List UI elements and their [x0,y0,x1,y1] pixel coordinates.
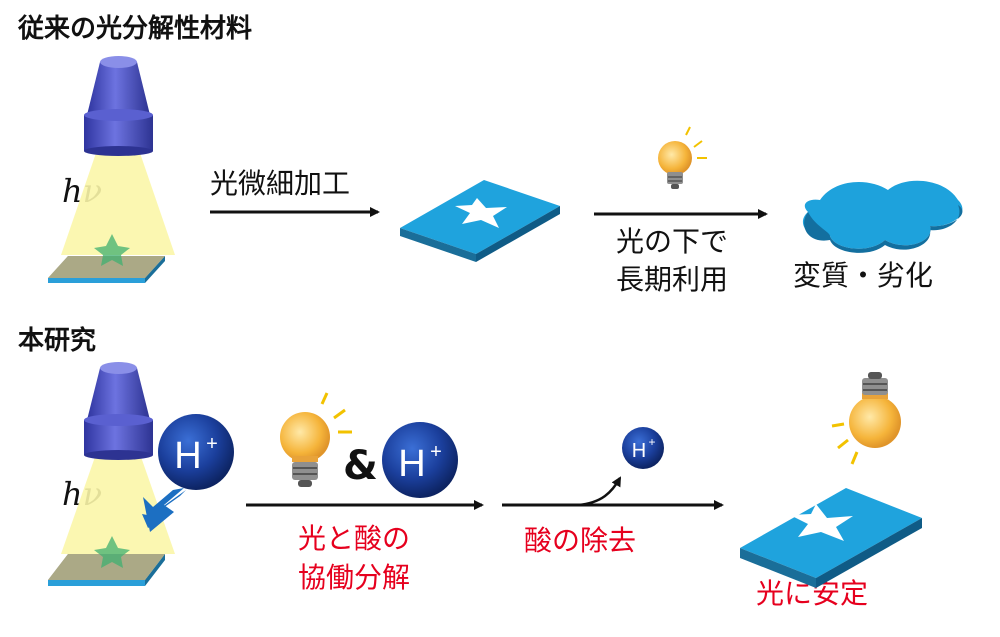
uv-lamp-top [48,56,175,283]
ampersand: & [343,443,378,489]
cooperative-decomposition-label-line2: 協働分解 [298,561,411,594]
degraded-material-blob [802,180,963,253]
conventional-section-title: 従来の光分解性材料 [18,14,253,44]
proton-ball-small: H + [622,427,664,469]
degradation-label: 変質・劣化 [793,259,934,292]
this-study-section-title: 本研究 [18,326,97,356]
svg-text:H: H [398,443,425,485]
proton-ball-lamp: H + [158,414,234,490]
long-term-use-label-line1: 光の下で [616,225,729,258]
proton-ball-middle: H + [382,422,458,498]
acid-removal-label: 酸の除去 [524,524,637,557]
light-bulb-icon-top [658,126,707,189]
photo-microfabrication-label: 光微細加工 [210,167,351,200]
patterned-film-bottom [740,488,922,588]
cooperative-decomposition-label-line1: 光と酸の [298,522,411,555]
svg-text:+: + [430,441,442,463]
long-term-use-label-line2: 長期利用 [616,263,729,296]
svg-text:H: H [632,440,646,462]
patterned-film-top [400,180,560,262]
svg-text:H: H [174,435,201,477]
acid-removal-branch-arrow [577,476,622,507]
svg-text:+: + [648,435,655,449]
light-bulb-icon-right [831,372,901,465]
svg-text:+: + [206,433,218,455]
uv-lamp-bottom [48,362,175,586]
light-bulb-icon-middle [280,392,352,487]
